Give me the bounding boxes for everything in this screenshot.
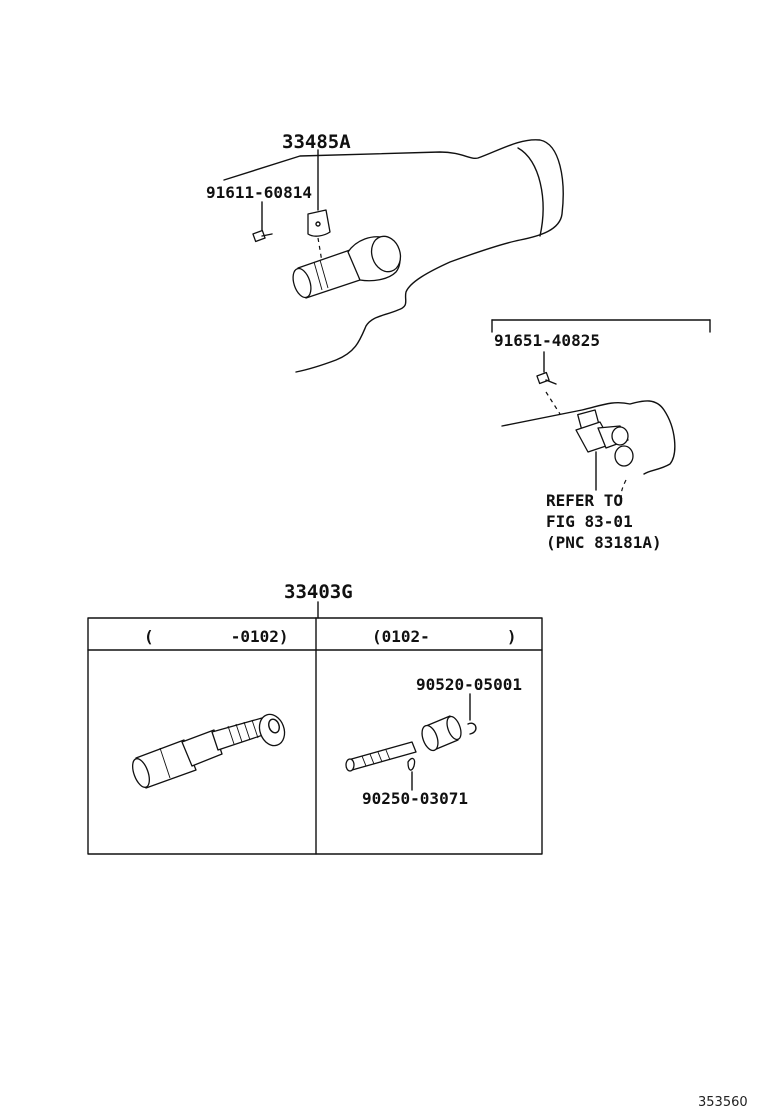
part-label-33403G: 33403G bbox=[284, 581, 353, 603]
speed-sensor bbox=[575, 409, 634, 467]
diagram-ref-number: 353560 bbox=[698, 1095, 748, 1110]
housing-outline-right bbox=[501, 400, 676, 501]
part-label-91651-40825: 91651-40825 bbox=[494, 331, 600, 350]
driven-gear-assembly-left bbox=[132, 713, 286, 789]
refer-text-line1: REFER TO bbox=[546, 491, 623, 510]
variant-table bbox=[87, 617, 543, 855]
part-label-91611-60814: 91611-60814 bbox=[206, 183, 312, 202]
part-label-90520-05001: 90520-05001 bbox=[416, 675, 522, 694]
detail-bracket-right bbox=[491, 319, 711, 333]
lock-plate-33485A bbox=[307, 209, 331, 237]
table-col1-header: ( -0102) bbox=[144, 627, 289, 646]
bolt-91611 bbox=[252, 229, 273, 243]
driven-gear-sleeve-top bbox=[292, 235, 402, 299]
part-label-90250-03071: 90250-03071 bbox=[362, 789, 468, 808]
refer-text-line2: FIG 83-01 bbox=[546, 512, 633, 531]
table-col2-header: (0102- ) bbox=[372, 627, 517, 646]
driven-gear-exploded-right bbox=[345, 715, 477, 772]
refer-text-line3: (PNC 83181A) bbox=[546, 533, 662, 552]
part-label-33485A: 33485A bbox=[282, 131, 351, 153]
bolt-91651 bbox=[536, 371, 557, 385]
transmission-housing-outline bbox=[223, 139, 564, 373]
